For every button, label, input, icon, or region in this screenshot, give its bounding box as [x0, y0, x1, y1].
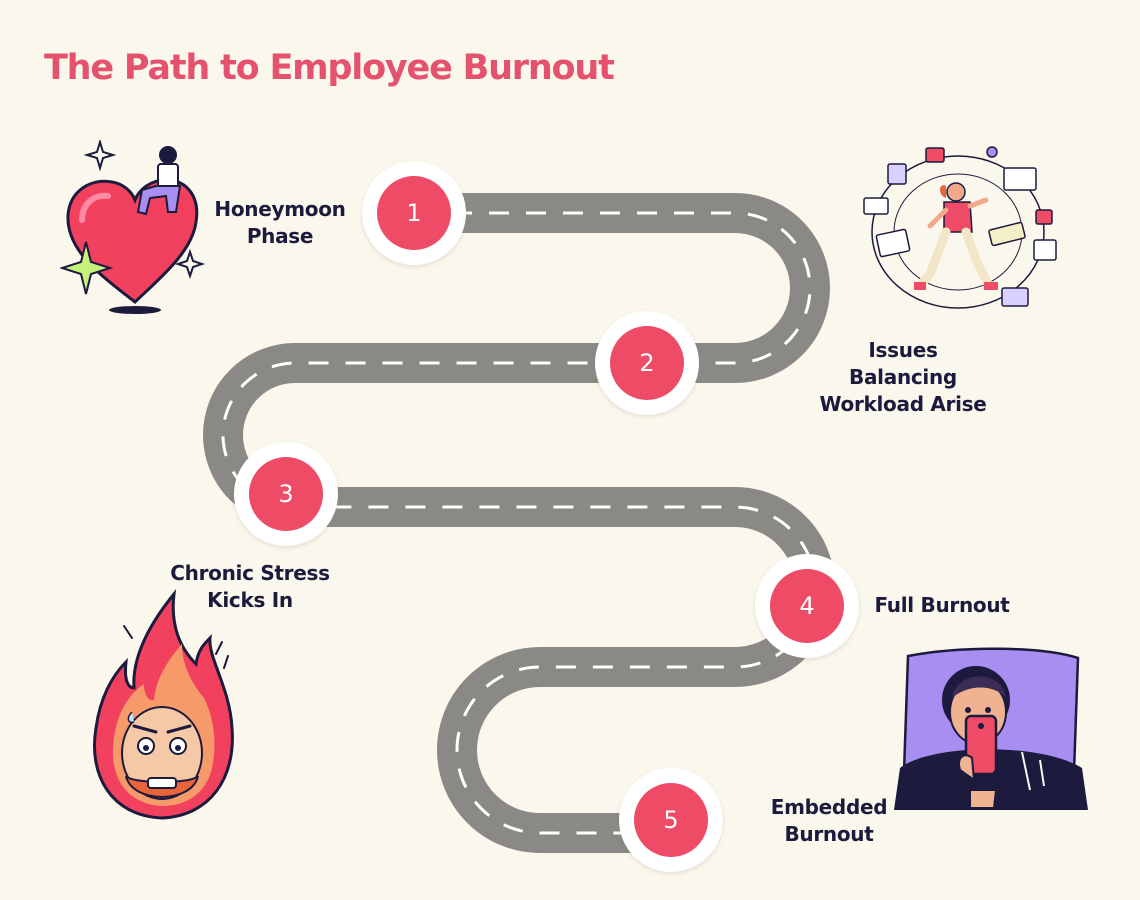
heart-with-person-icon	[60, 140, 206, 314]
stage-4-label: Full Burnout	[874, 593, 1010, 617]
stage-1-label: Honeymoon Phase	[214, 197, 346, 248]
page-title: The Path to Employee Burnout	[44, 48, 615, 88]
stage-4-number: 4	[770, 569, 844, 643]
stage-5-label: Embedded Burnout	[770, 795, 888, 846]
stage-5-marker: 5	[619, 768, 723, 872]
juggling-tasks-person-icon	[863, 146, 1057, 309]
stage-4-marker: 4	[755, 554, 859, 658]
stage-2-marker: 2	[595, 311, 699, 415]
stage-5-number: 5	[634, 783, 708, 857]
stage-2-label: Issues Balancing Workload Arise	[819, 338, 987, 416]
stage-3-marker: 3	[234, 442, 338, 546]
stage-3-label: Chronic Stress Kicks In	[170, 561, 330, 612]
person-in-bed-with-phone-icon	[894, 647, 1088, 810]
stage-2-number: 2	[610, 326, 684, 400]
stage-3-number: 3	[249, 457, 323, 531]
flaming-stressed-face-icon	[93, 589, 234, 820]
stage-1-marker: 1	[362, 161, 466, 265]
stage-1-number: 1	[377, 176, 451, 250]
